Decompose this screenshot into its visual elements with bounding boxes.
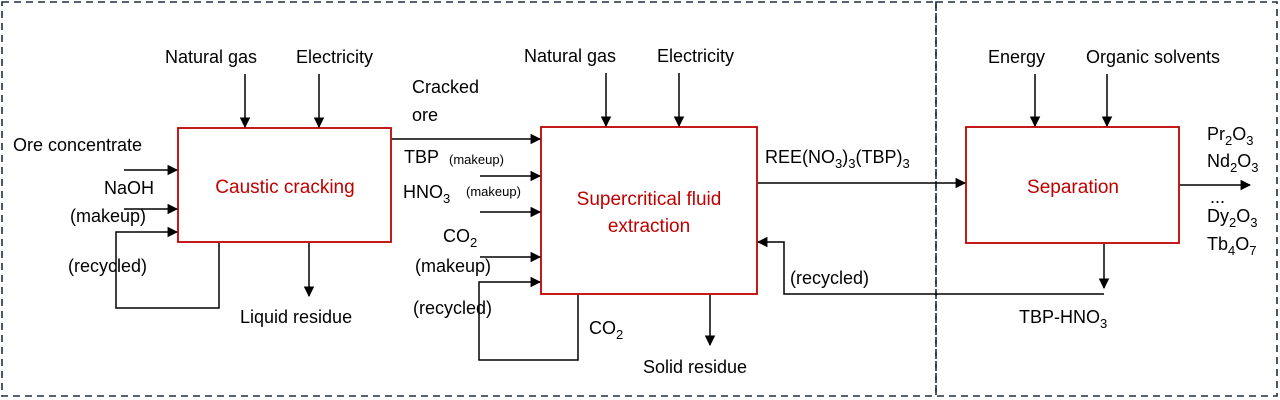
naoh-label: NaOH [104, 178, 154, 198]
naoh-makeup-label: (makeup) [70, 206, 146, 226]
scfe-label-line1: Supercritical fluid [577, 189, 722, 210]
cracked-ore-label-line2: ore [412, 105, 438, 125]
tbp-hno3-recycle-loop [756, 236, 1104, 295]
natural-gas-label-1: Natural gas [165, 47, 257, 67]
product-dy2o3: Dy2O3 [1207, 206, 1257, 230]
electricity-label-2: Electricity [657, 46, 734, 66]
naoh-recycled-label: (recycled) [68, 256, 147, 276]
cracked-ore-label-line1: Cracked [412, 77, 479, 97]
co2-recycled-label: (recycled) [413, 298, 492, 318]
product-nd2o3: Nd2O3 [1207, 151, 1259, 175]
hno3-label: HNO3 [403, 182, 450, 206]
co2-makeup-label: (makeup) [415, 256, 491, 276]
tbp-hno3-label: TBP-HNO3 [1019, 307, 1107, 331]
caustic-cracking-label: Caustic cracking [215, 177, 354, 198]
electricity-label-1: Electricity [296, 47, 373, 67]
product-pr2o3: Pr2O3 [1207, 124, 1253, 148]
hno3-makeup-label: (makeup) [466, 184, 521, 199]
naoh-recycle-loop [115, 226, 220, 309]
separation-label: Separation [1027, 177, 1119, 198]
caustic-cracking-box [177, 127, 392, 243]
tbp-hno3-recycled-label: (recycled) [790, 268, 869, 288]
natural-gas-label-2: Natural gas [524, 46, 616, 66]
liquid-residue-label: Liquid residue [240, 307, 352, 327]
tbp-makeup-label: (makeup) [449, 152, 504, 167]
tbp-label: TBP [404, 147, 439, 167]
frame-right-section [935, 1, 1278, 397]
frame-left-section [1, 1, 937, 397]
co2-input-label: CO2 [443, 226, 477, 250]
separation-box [965, 126, 1180, 244]
co2-output-label: CO2 [589, 318, 623, 342]
co2-recycle-loop [478, 276, 579, 361]
energy-label: Energy [988, 47, 1045, 67]
ore-concentrate-label: Ore concentrate [13, 135, 142, 155]
ree-complex-label: REE(NO3)3(TBP)3 [765, 147, 910, 171]
organic-solvents-label: Organic solvents [1086, 47, 1220, 67]
product-tb4o7: Tb4O7 [1207, 234, 1257, 258]
supercritical-extraction-box [540, 126, 758, 295]
solid-residue-label: Solid residue [643, 357, 747, 377]
scfe-label-line2: extraction [608, 216, 690, 237]
product-ellipsis: ... [1210, 187, 1225, 207]
